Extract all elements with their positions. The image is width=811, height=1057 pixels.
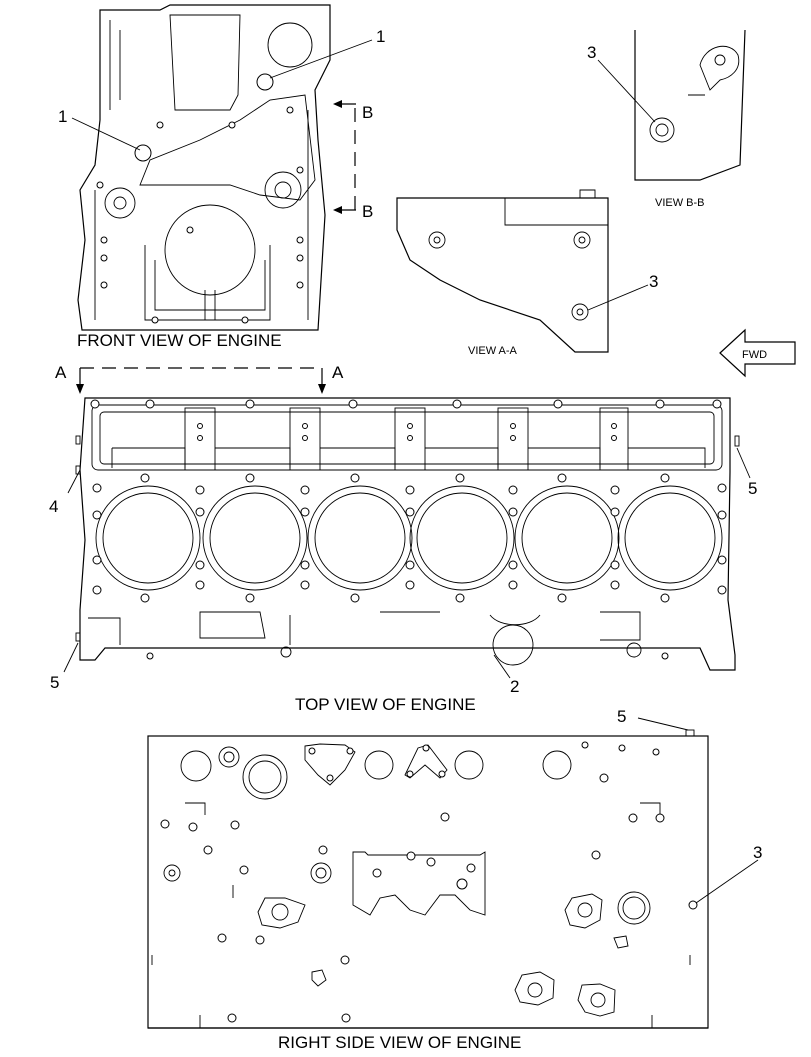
callout-3-leader-aa [587,284,649,311]
view-aa-drawing [396,189,609,353]
callout-2-leader [493,654,511,679]
callout-3-leader-side [695,859,759,904]
section-a-left-label: A [55,363,67,382]
callout-4: 4 [49,497,58,516]
section-b-marker [333,100,356,214]
callout-5-side-view: 5 [617,707,626,726]
front-view-title: FRONT VIEW OF ENGINE [77,331,282,350]
section-b-bottom-label: B [362,202,373,221]
callout-5-leader-top-left [63,642,79,673]
view-bb-title: VIEW B-B [655,197,705,209]
section-a-right-label: A [332,363,344,382]
callout-3-leader-bb [597,59,656,123]
callout-1-top: 1 [376,27,385,46]
callout-3-aa: 3 [649,272,658,291]
right-side-view-title: RIGHT SIDE VIEW OF ENGINE [278,1033,521,1052]
fwd-label: FWD [742,349,767,361]
callout-1-leader-left [71,117,141,151]
callout-5-leader-top [736,447,751,479]
fwd-arrow [719,328,796,378]
view-bb-drawing [634,29,746,181]
callout-4-leader [67,469,81,494]
callout-2: 2 [510,677,519,696]
callout-1-left: 1 [58,107,67,126]
section-b-top-label: B [362,103,373,122]
callout-5-top-view-left: 5 [50,673,59,692]
top-view-drawing [75,397,740,671]
callout-1-leader-top [269,39,373,79]
callout-5-top-view-right: 5 [748,479,757,498]
callout-3-side-view: 3 [753,843,762,862]
callout-3-bb: 3 [587,43,596,62]
section-a-marker [76,367,326,394]
top-view-title: TOP VIEW OF ENGINE [295,695,476,714]
right-side-view-drawing [147,729,709,1029]
view-aa-title: VIEW A-A [468,345,518,357]
front-view-drawing [77,4,331,331]
callout-5-leader-side [637,717,689,731]
